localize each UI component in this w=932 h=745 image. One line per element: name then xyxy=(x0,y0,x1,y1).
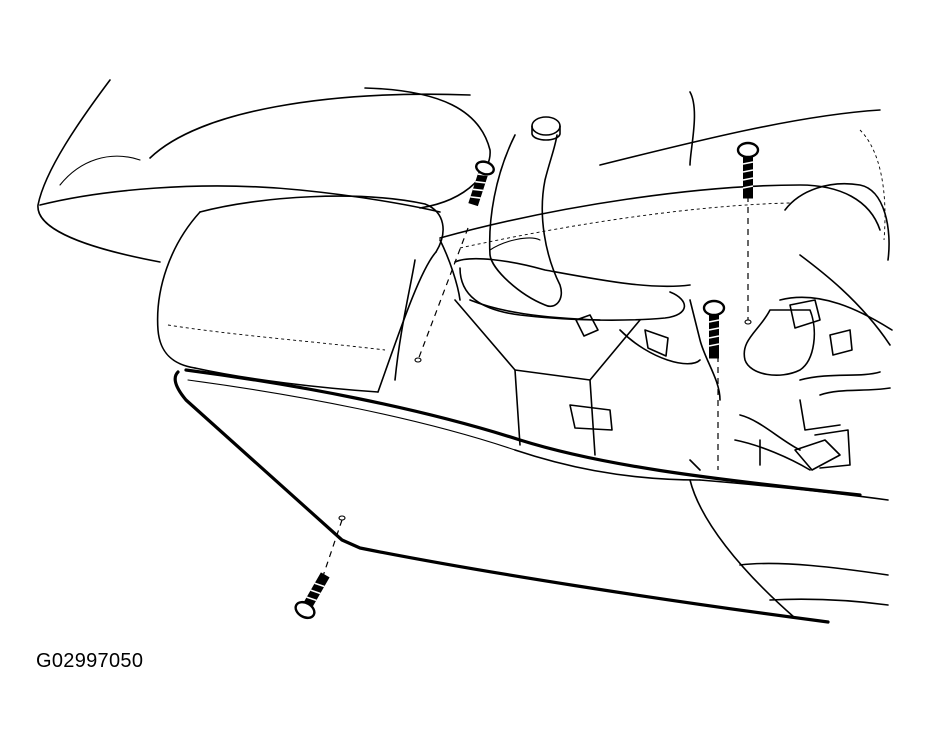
figure-code-label: G02997050 xyxy=(36,650,144,672)
front-seat xyxy=(440,92,892,345)
screw-lower-left xyxy=(293,570,334,621)
armrest-cushion xyxy=(158,196,443,392)
rear-seat xyxy=(38,80,490,262)
screw-middle-right xyxy=(704,301,724,358)
console-side-panel xyxy=(175,370,888,622)
fastener-alignment-lines xyxy=(320,196,751,585)
parking-brake-lever xyxy=(490,117,562,306)
screw-upper-left xyxy=(465,160,496,207)
console-bezel xyxy=(440,240,890,470)
screw-upper-right xyxy=(738,143,758,198)
